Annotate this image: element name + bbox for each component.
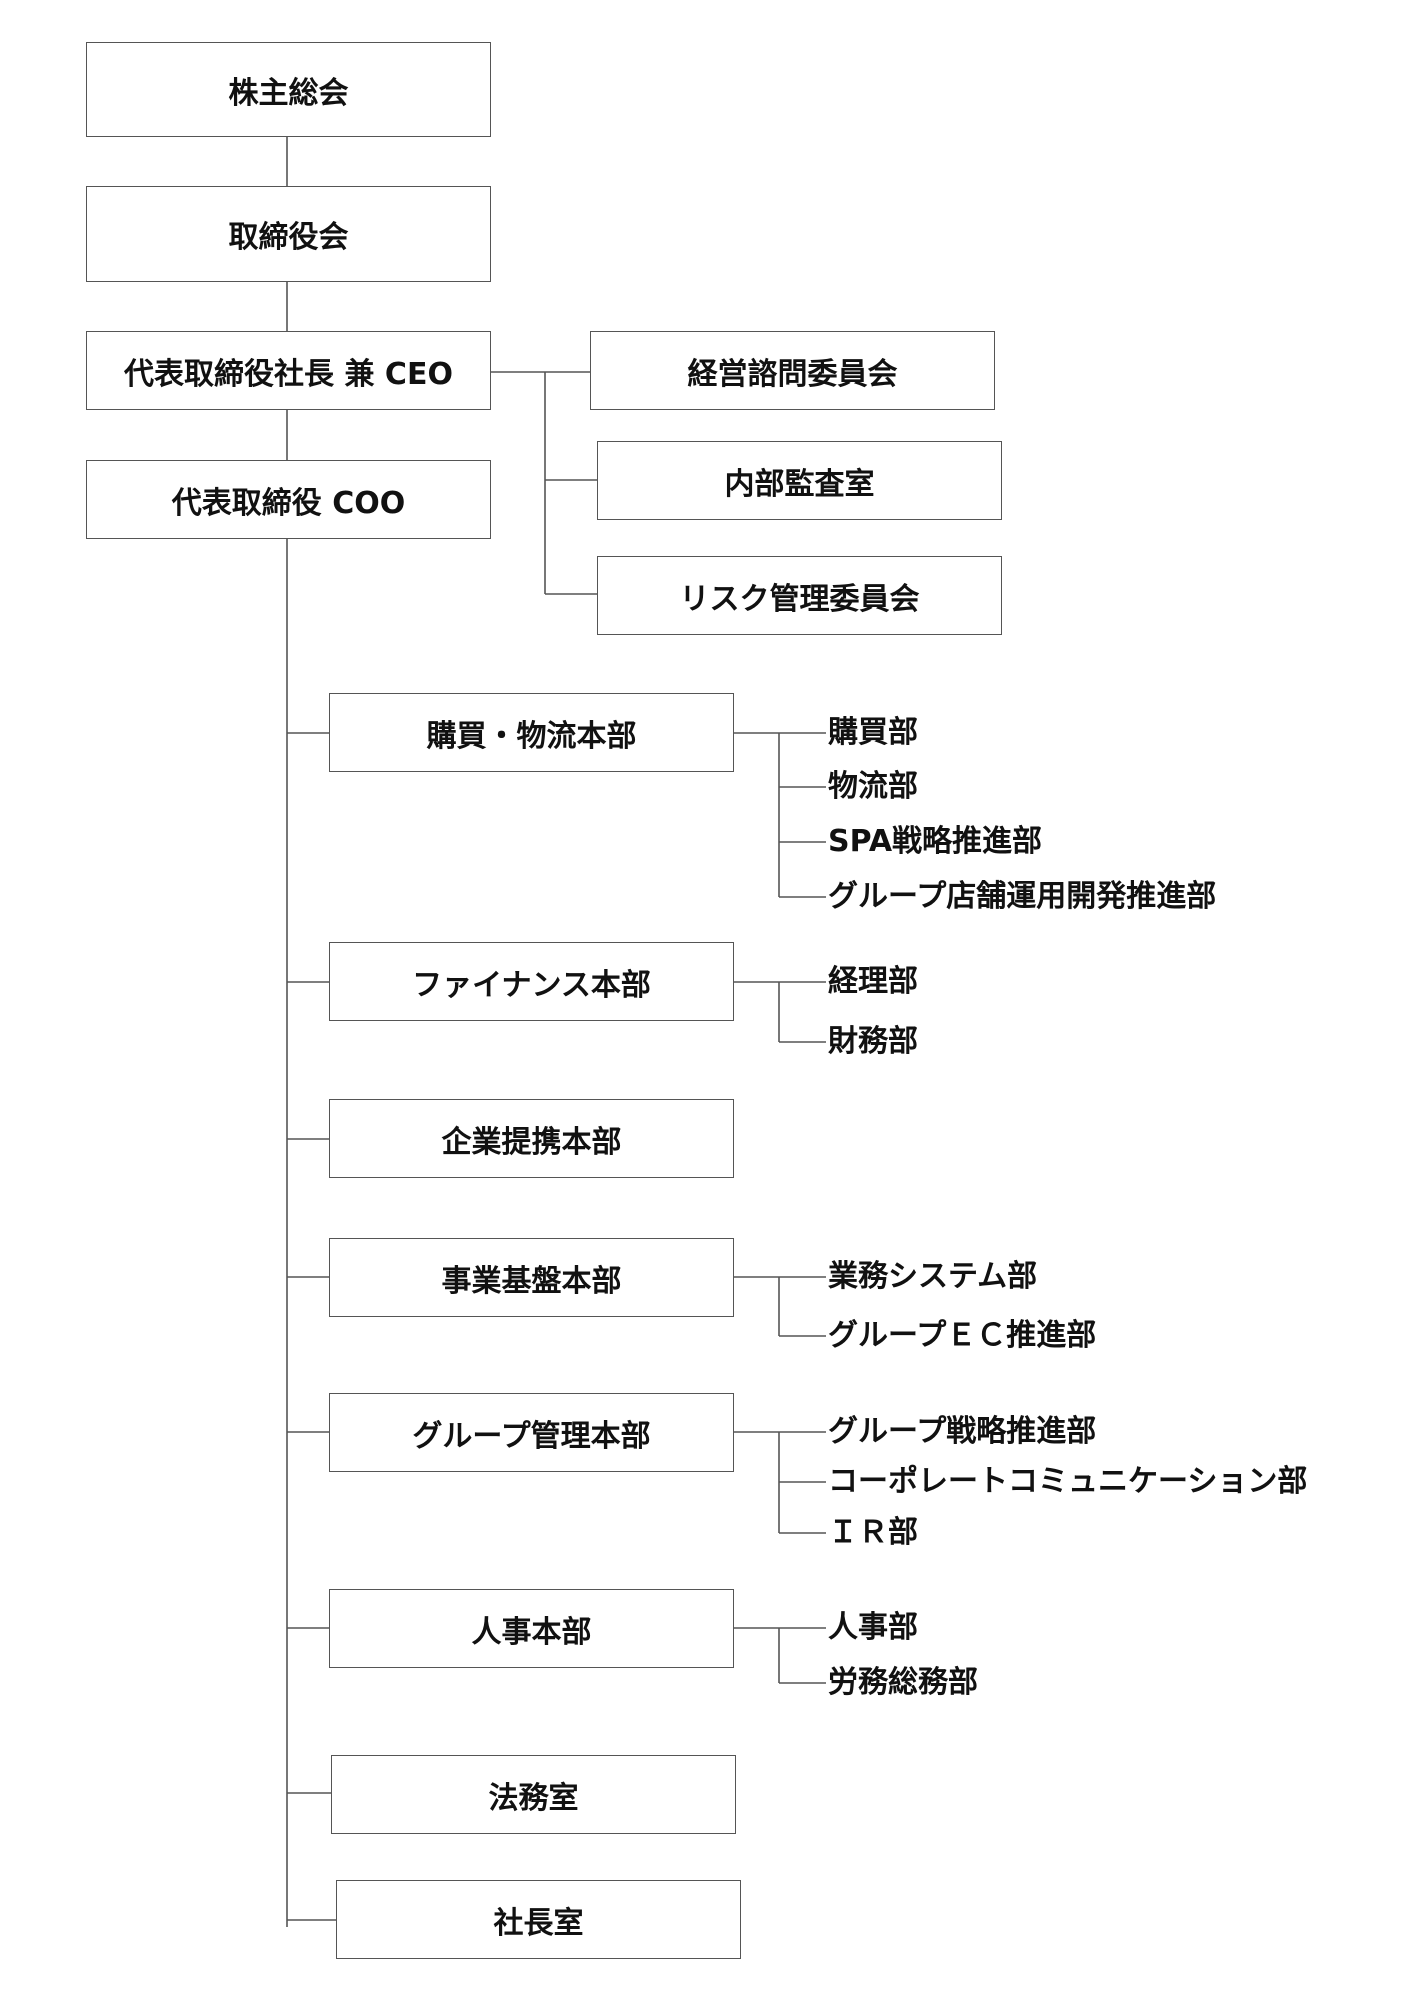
division-group-management: グループ管理本部	[329, 1393, 734, 1472]
dept-group-strategy: グループ戦略推進部	[828, 1414, 1097, 1449]
risk-committee-box: リスク管理委員会	[597, 556, 1002, 635]
internal-audit-box: 内部監査室	[597, 441, 1002, 520]
coo-box: 代表取締役 COO	[86, 460, 491, 539]
dept-accounting: 経理部	[828, 964, 918, 999]
dept-spa-strategy: SPA戦略推進部	[828, 824, 1043, 859]
dept-logistics: 物流部	[828, 769, 918, 804]
shareholders-meeting-box: 株主総会	[86, 42, 491, 137]
division-finance: ファイナンス本部	[329, 942, 734, 1021]
division-human-resources: 人事本部	[329, 1589, 734, 1668]
division-legal: 法務室	[331, 1755, 736, 1834]
ceo-box: 代表取締役社長 兼 CEO	[86, 331, 491, 410]
dept-personnel: 人事部	[828, 1610, 918, 1645]
division-business-infrastructure: 事業基盤本部	[329, 1238, 734, 1317]
dept-purchasing: 購買部	[828, 715, 918, 750]
division-alliance: 企業提携本部	[329, 1099, 734, 1178]
dept-group-store-development: グループ店舗運用開発推進部	[828, 879, 1217, 914]
division-purchasing-logistics: 購買・物流本部	[329, 693, 734, 772]
division-president-office: 社長室	[336, 1880, 741, 1959]
dept-corporate-communication: コーポレートコミュニケーション部	[828, 1464, 1308, 1499]
board-of-directors-box: 取締役会	[86, 186, 491, 282]
dept-business-systems: 業務システム部	[828, 1259, 1038, 1294]
dept-labor-general-affairs: 労務総務部	[828, 1665, 978, 1700]
dept-ir: ＩＲ部	[828, 1515, 918, 1550]
dept-treasury: 財務部	[828, 1024, 918, 1059]
advisory-committee-box: 経営諮問委員会	[590, 331, 995, 410]
dept-group-ec: グループＥＣ推進部	[828, 1318, 1097, 1353]
